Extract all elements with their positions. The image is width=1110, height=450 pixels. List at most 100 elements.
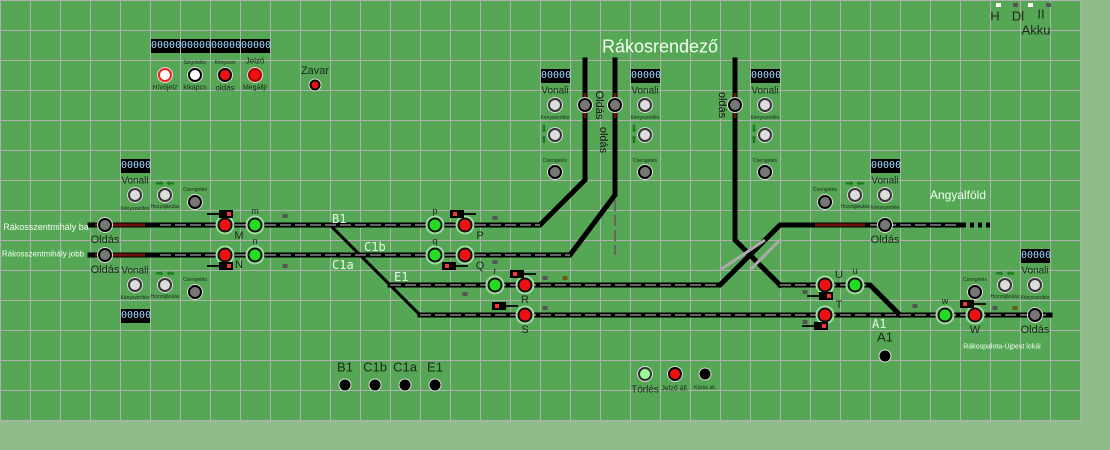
track-indicator (1012, 306, 1018, 310)
vonali-label: Vonali (541, 85, 569, 97)
csengetes-label: Csengetés (543, 158, 567, 164)
indicator-dl (1013, 3, 1018, 7)
hozzajarulas-button-left-top[interactable] (158, 188, 172, 202)
switch-e1-label: E1 (394, 270, 409, 284)
c1a-button-label: C1a (393, 359, 417, 375)
counter-hivojelz: 00000 (151, 39, 182, 53)
station-angyalfold: Angyalföld (929, 188, 987, 202)
signal-w-label: w (941, 296, 949, 306)
signal-P[interactable] (457, 217, 473, 233)
track-indicator (802, 290, 808, 294)
torles-button[interactable] (638, 367, 652, 381)
oldas-label: Oldás (90, 234, 120, 246)
kenyszer-label: Kényszerítés (120, 295, 150, 301)
vonali-label: Vonali (1021, 265, 1049, 277)
oldas-button-top-2[interactable] (608, 98, 622, 112)
signal-q[interactable] (427, 247, 443, 263)
hozzajarulas-button-left-bottom[interactable] (158, 278, 172, 292)
c1b-button[interactable] (369, 379, 381, 391)
csengetes-button-top-2[interactable] (638, 165, 652, 179)
kenyszer-oldas-button[interactable] (218, 68, 232, 82)
hozzajarulas-button-top-3[interactable] (758, 128, 772, 142)
c1a-button[interactable] (399, 379, 411, 391)
oldas-button-angyalfold[interactable] (878, 218, 892, 232)
signal-Q[interactable] (457, 247, 473, 263)
signal-U[interactable] (817, 277, 833, 293)
oldas-label: Oldás (90, 264, 120, 276)
vonali-button-top-1[interactable] (548, 98, 562, 112)
oldas-button-top-1[interactable] (578, 98, 592, 112)
counter-line-left-bottom: 00000 (121, 309, 152, 323)
switch-b1-diagonal (327, 222, 423, 318)
signal-r[interactable] (487, 277, 503, 293)
signal-N[interactable] (217, 247, 233, 263)
oldas-label: oldás (597, 126, 609, 154)
signal-U-label: U (835, 269, 843, 281)
hozzajarulas-button-top-1[interactable] (548, 128, 562, 142)
kikapcs-button[interactable] (188, 68, 202, 82)
vonali-button-right-top[interactable] (878, 188, 892, 202)
vonali-button-left-top[interactable] (128, 188, 142, 202)
zavar-indicator (309, 79, 321, 91)
vonali-button-left-bottom[interactable] (128, 278, 142, 292)
indicator-h (996, 3, 1001, 7)
hozzajarulas-button-top-2[interactable] (638, 128, 652, 142)
csengetes-button-right-bottom[interactable] (968, 285, 982, 299)
signal-N-label: N (235, 259, 243, 271)
vonali-label: Vonali (751, 85, 779, 97)
vonali-button-top-2[interactable] (638, 98, 652, 112)
switch-c1a-label: C1a (332, 258, 354, 272)
signal-M[interactable] (217, 217, 233, 233)
signal-R[interactable] (517, 277, 533, 293)
csengetes-label: Csengetés (963, 277, 987, 283)
csengetes-button-left-top[interactable] (188, 195, 202, 209)
jelzo-all-label: Jelző áll. (661, 385, 689, 393)
signal-T[interactable] (817, 307, 833, 323)
b1-button[interactable] (339, 379, 351, 391)
signal-n[interactable] (247, 247, 263, 263)
track-vertical-right (732, 57, 784, 289)
signal-R-label: R (521, 294, 529, 306)
signal-W[interactable] (967, 307, 983, 323)
csengetes-label: Csengetés (183, 277, 207, 283)
signal-m-label: m (251, 206, 259, 216)
e1-button[interactable] (429, 379, 441, 391)
csengetes-button-right-top[interactable] (818, 195, 832, 209)
status-ii: II (1037, 6, 1045, 22)
csengetes-label: Csengetés (813, 187, 837, 193)
signal-u[interactable] (847, 277, 863, 293)
hozzajarulas-button-right-top[interactable] (848, 188, 862, 202)
track-indicator (992, 306, 998, 310)
hozzajarulas-label: Hozzájárulás (840, 204, 870, 210)
jelzo-megallj-button[interactable] (248, 68, 262, 82)
hivojelz-button[interactable] (158, 68, 172, 82)
oldas-button-left-1[interactable] (98, 218, 112, 232)
kozos-all-label: Közös áll. (694, 385, 716, 391)
hozzajarulas-button-right-bottom[interactable] (998, 278, 1012, 292)
oldas-button-rakospalota[interactable] (1028, 308, 1042, 322)
csengetes-label: Csengetés (633, 158, 657, 164)
jelzo-all-button[interactable] (668, 367, 682, 381)
signal-S[interactable] (517, 307, 533, 323)
csengetes-button-top-3[interactable] (758, 165, 772, 179)
kozos-all-button[interactable] (699, 368, 711, 380)
station-rakosszentmihaly-bal: Rákosszentmihály ba (3, 222, 89, 232)
vonali-button-top-3[interactable] (758, 98, 772, 112)
csengetes-button-top-1[interactable] (548, 165, 562, 179)
csengetes-button-left-bottom[interactable] (188, 285, 202, 299)
vonali-button-right-bottom[interactable] (1028, 278, 1042, 292)
oldas-button-top-3[interactable] (728, 98, 742, 112)
oldas-button-left-2[interactable] (98, 248, 112, 262)
signal-M-label: M (234, 230, 244, 242)
a1-button[interactable] (879, 350, 891, 362)
signal-p[interactable] (427, 217, 443, 233)
counter-line-top-3: 00000 (751, 69, 782, 83)
signal-m[interactable] (247, 217, 263, 233)
signal-w[interactable] (937, 307, 953, 323)
track-indicator (282, 264, 288, 268)
station-rakospalota: Rákospalota-Újpest lokál (963, 343, 1041, 351)
megallj-label: Megállj! (242, 84, 268, 92)
shunt-signal-R (510, 270, 536, 278)
arrows-icon: ⬇⬆ (749, 124, 759, 146)
track-indicator (492, 260, 498, 264)
